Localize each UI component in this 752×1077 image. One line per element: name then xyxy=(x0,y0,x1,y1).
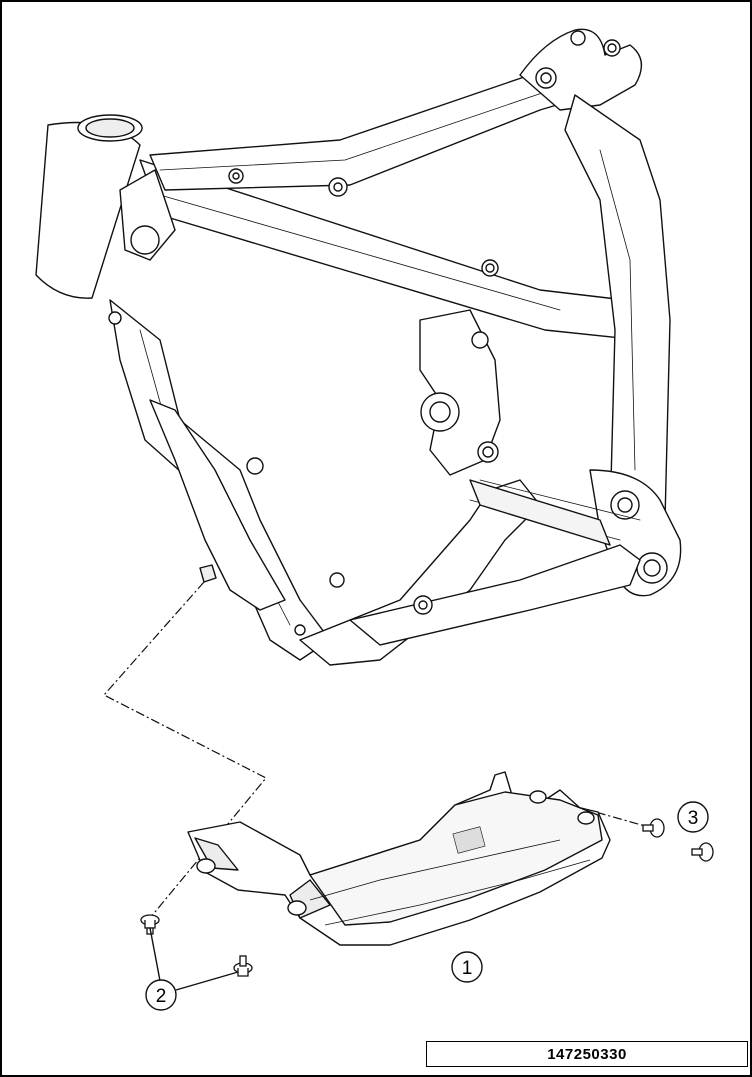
screw-right-upper xyxy=(642,818,665,838)
upper-rail xyxy=(149,59,591,191)
figure-number-box: 147250330 xyxy=(426,1041,748,1067)
rear-upper-mount xyxy=(519,28,643,111)
callout-2-leader-a xyxy=(149,927,162,987)
front-downtube-inner xyxy=(149,399,286,611)
screw-right-lower xyxy=(691,842,714,862)
callout-3-label: 3 xyxy=(688,808,699,829)
figure-number: 147250330 xyxy=(547,1045,627,1063)
assembly-leader-line xyxy=(103,581,646,919)
callout-1-label: 1 xyxy=(462,958,473,979)
motorcycle-frame xyxy=(35,28,682,666)
skid-plate xyxy=(187,771,611,946)
lower-cradle-right xyxy=(349,544,641,646)
callout-3: 3 xyxy=(677,801,709,833)
cross-member xyxy=(469,479,611,546)
callouts: 1 2 3 xyxy=(145,801,709,1011)
callout-2: 2 xyxy=(145,979,177,1011)
callout-2-label: 2 xyxy=(156,986,167,1007)
callout-1: 1 xyxy=(451,951,483,983)
callout-2-leader-b xyxy=(175,971,239,991)
skid-plate-mount-boss xyxy=(199,564,217,583)
